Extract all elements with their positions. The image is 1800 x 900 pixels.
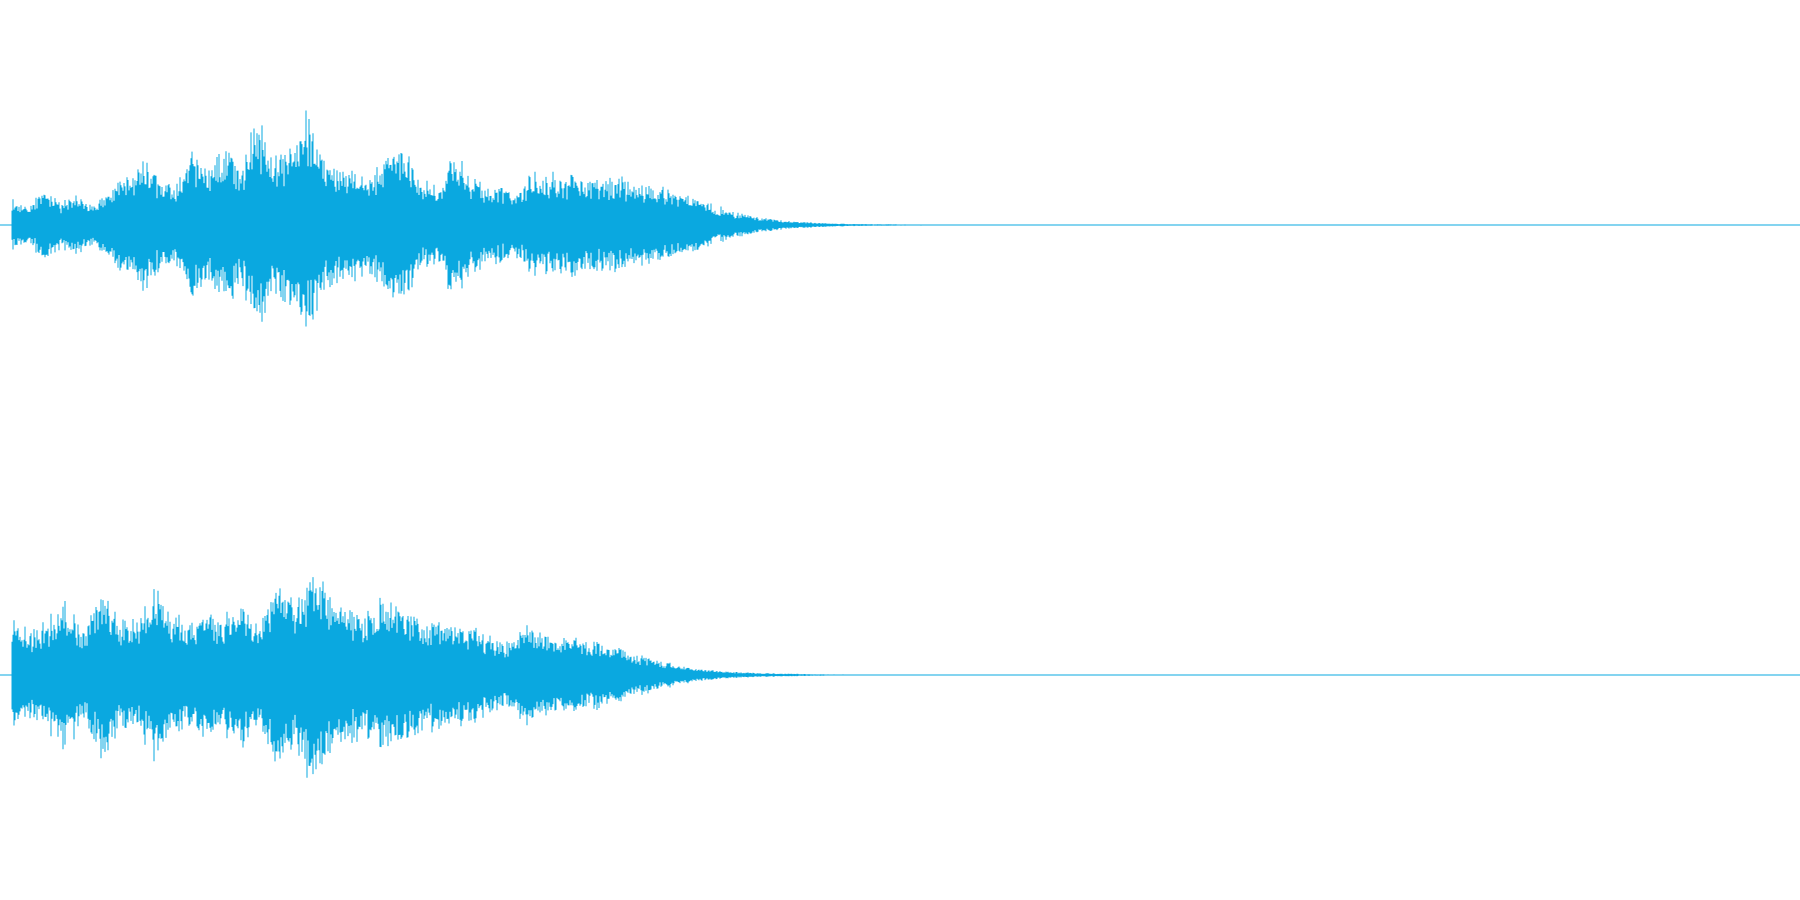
- channel-1-waveform[interactable]: [0, 110, 1800, 327]
- channel-2-waveform[interactable]: [0, 577, 1800, 778]
- channel-1-waveform-path: [11, 110, 1006, 327]
- channel-2-waveform-path: [11, 577, 895, 778]
